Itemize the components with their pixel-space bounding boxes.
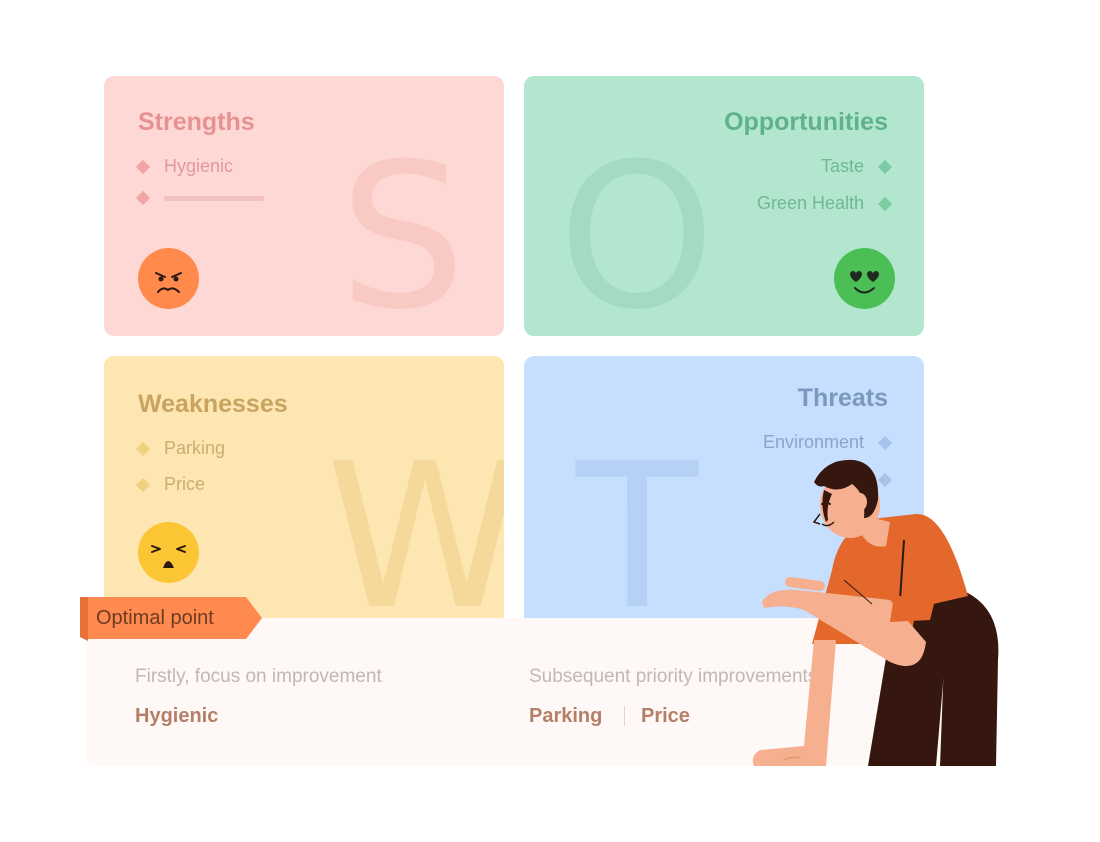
diamond-bullet-icon	[877, 159, 893, 174]
diamond-bullet-icon	[135, 477, 151, 492]
threats-item: Environment	[762, 432, 893, 453]
strengths-item-label: Hygienic	[164, 156, 234, 176]
diamond-bullet-icon	[877, 435, 893, 450]
weaknesses-card: W Weaknesses Parking Price	[104, 356, 504, 626]
strengths-card: S Strengths Hygienic	[104, 76, 504, 336]
threats-watermark-letter: T	[576, 421, 699, 627]
weaknesses-item: Price	[135, 474, 206, 495]
opportunities-item: Taste	[820, 156, 893, 177]
first-priority-value: Hygienic	[135, 705, 219, 727]
crying-face-icon	[138, 522, 199, 583]
weaknesses-item-label: Price	[164, 474, 206, 494]
threats-title: Threats	[797, 384, 888, 412]
diamond-bullet-icon	[877, 196, 893, 211]
diamond-bullet-icon	[135, 159, 151, 174]
weaknesses-item: Parking	[135, 438, 226, 459]
second-priority-label: Subsequent priority improvements	[529, 666, 818, 687]
strengths-watermark-letter: S	[339, 121, 466, 337]
tag-ribbon-icon	[80, 597, 262, 641]
optimal-point-panel: Firstly, focus on improvement Hygienic S…	[86, 618, 946, 766]
person-leaning-icon	[752, 459, 999, 766]
opportunities-watermark-letter: O	[558, 121, 716, 337]
opportunities-card: O Opportunities Taste Green Health	[524, 76, 924, 336]
second-priority-value: Parking	[529, 705, 603, 727]
angry-face-icon	[138, 248, 199, 309]
weaknesses-watermark-letter: W	[326, 421, 504, 627]
strengths-title: Strengths	[138, 108, 255, 136]
opportunities-item-label: Taste	[820, 156, 864, 176]
strengths-item: Hygienic	[135, 156, 234, 177]
heart-eyes-face-icon	[834, 248, 895, 309]
value-divider	[624, 706, 625, 726]
opportunities-item-label: Green Health	[756, 193, 864, 213]
opportunities-title: Opportunities	[724, 108, 888, 136]
weaknesses-title: Weaknesses	[138, 390, 288, 418]
strengths-item	[135, 190, 264, 206]
diamond-bullet-icon	[135, 441, 151, 456]
optimal-point-tag-label: Optimal point	[96, 607, 214, 629]
second-priority-value: Price	[641, 705, 690, 727]
first-priority-label: Firstly, focus on improvement	[135, 666, 382, 687]
weaknesses-item-label: Parking	[164, 438, 226, 458]
diamond-bullet-icon	[135, 190, 151, 206]
placeholder-line	[164, 195, 264, 201]
threats-item-label: Environment	[762, 432, 864, 452]
opportunities-item: Green Health	[756, 193, 893, 214]
